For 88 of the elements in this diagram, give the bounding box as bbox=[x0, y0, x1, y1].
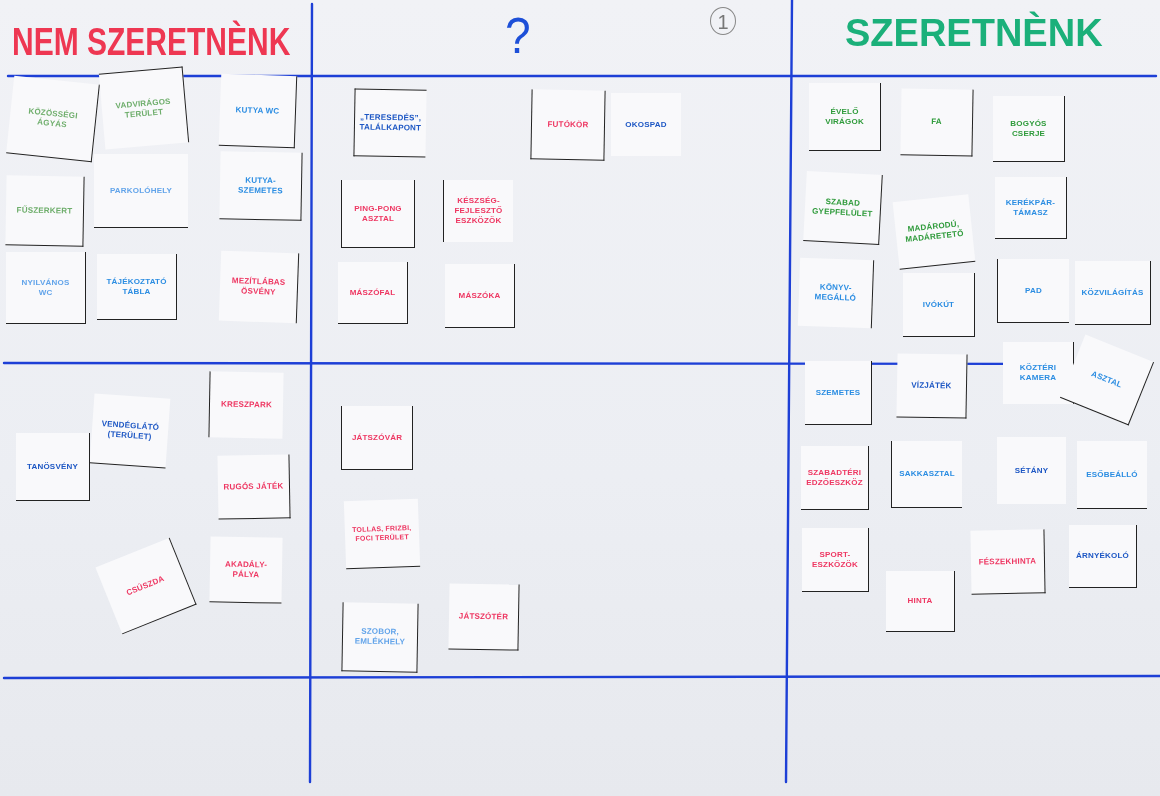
card bbox=[801, 446, 869, 510]
card bbox=[448, 583, 520, 651]
card bbox=[1077, 441, 1147, 509]
card-label: RUGÓS JÁTÉK bbox=[223, 481, 284, 493]
card-label: HINTA bbox=[907, 596, 933, 606]
card-label: SZABADTÉRI EDZŐESZKÖZ bbox=[805, 467, 864, 488]
card-label: KUTYA-SZEMETES bbox=[237, 174, 284, 196]
card bbox=[970, 529, 1046, 595]
card bbox=[995, 177, 1067, 239]
card bbox=[94, 154, 188, 228]
card bbox=[1075, 261, 1151, 325]
card bbox=[891, 441, 962, 508]
card-label: BOGYÓS CSERJE bbox=[1009, 118, 1048, 139]
card-label: ÉVELŐ VIRÁGOK bbox=[824, 106, 865, 127]
card-label: SZOBOR, EMLÉKHELY bbox=[353, 626, 407, 648]
card bbox=[443, 180, 513, 242]
card bbox=[530, 89, 606, 161]
card-label: PARKOLÓHELY bbox=[109, 185, 173, 196]
card-label: MÁSZÓFAL bbox=[349, 287, 396, 298]
card bbox=[6, 252, 86, 324]
card-label: MÁSZÓKA bbox=[458, 290, 501, 301]
card-label: VENDÉGLÁTÓ (TERÜLET) bbox=[100, 418, 161, 443]
column-heading: NEM SZERETNÈNK bbox=[12, 22, 291, 61]
card-label: SAKKASZTAL bbox=[899, 469, 955, 479]
card-label: VADVIRÁGOS TERÜLET bbox=[114, 95, 172, 122]
card-label: TANÖSVÉNY bbox=[27, 461, 78, 472]
card bbox=[89, 393, 171, 469]
card-label: MEZÍTLÁBAS ÖSVÉNY bbox=[230, 275, 287, 299]
card-label: MADÁRODÚ, MADÁRETETŐ bbox=[903, 217, 965, 246]
card-label: JÁTSZÓVÁR bbox=[351, 432, 403, 443]
card bbox=[997, 259, 1069, 323]
card-label: KRESZPARK bbox=[220, 399, 273, 411]
card bbox=[993, 96, 1065, 162]
card-label: SZABAD GYEPFELÜLET bbox=[810, 195, 874, 220]
card bbox=[1003, 342, 1074, 404]
card bbox=[208, 371, 284, 439]
card-label: OKOSPAD bbox=[625, 119, 667, 130]
card bbox=[219, 151, 303, 221]
card bbox=[341, 406, 413, 470]
card bbox=[209, 536, 283, 604]
card-label: NYILVÁNOS WC bbox=[20, 277, 71, 298]
card-label: FŰSZERKERT bbox=[16, 205, 73, 216]
card bbox=[900, 88, 974, 157]
card-label: VÍZJÁTÉK bbox=[911, 380, 952, 391]
card bbox=[217, 454, 291, 520]
card-label: „TERESEDÉS”, TALÁLKAPONT bbox=[358, 112, 423, 134]
card-label: KERÉKPÁR-TÁMASZ bbox=[1004, 197, 1057, 218]
card-label: PING-PONG ASZTAL bbox=[353, 203, 403, 224]
card-label: KÖZVILÁGÍTÁS bbox=[1081, 287, 1144, 298]
card bbox=[5, 175, 85, 247]
card-label: ÁRNYÉKOLÓ bbox=[1076, 551, 1129, 561]
card bbox=[1069, 525, 1137, 588]
card-label: FÉSZEKHINTA bbox=[978, 556, 1037, 567]
card bbox=[218, 250, 300, 324]
card bbox=[353, 88, 427, 158]
card bbox=[343, 498, 421, 570]
card bbox=[338, 262, 408, 324]
card bbox=[16, 433, 90, 501]
card-label: KÖZTÉRI KAMERA bbox=[1018, 363, 1058, 383]
card-label: PAD bbox=[1025, 285, 1042, 296]
card-label: ESŐBEÁLLÓ bbox=[1086, 469, 1138, 480]
card-label: SÉTÁNY bbox=[1014, 465, 1049, 476]
card-label: KUTYA WC bbox=[235, 104, 280, 117]
card bbox=[797, 257, 875, 329]
card-label: JÁTSZÓTÉR bbox=[458, 611, 509, 622]
card bbox=[218, 73, 298, 149]
card-label: AKADÁLY-PÁLYA bbox=[223, 558, 269, 581]
card bbox=[97, 254, 177, 320]
card bbox=[886, 571, 955, 632]
card-label: FUTÓKÖR bbox=[547, 119, 589, 130]
card-label: KÖNYV-MEGÁLLÓ bbox=[813, 281, 858, 305]
card bbox=[896, 353, 968, 419]
card-label: TÁJÉKOZTATÓ TÁBLA bbox=[105, 276, 168, 297]
card-label: KÉSZSÉG-FEJLESZTŐ ESZKÖZÖK bbox=[453, 196, 504, 226]
card-label: FA bbox=[931, 116, 942, 128]
card-label: SZEMETES bbox=[815, 387, 861, 398]
column-heading: ? bbox=[505, 10, 531, 61]
card bbox=[809, 83, 881, 151]
card bbox=[805, 361, 872, 425]
card bbox=[445, 264, 515, 328]
card-label: SPORT-ESZKÖZÖK bbox=[810, 549, 859, 570]
card bbox=[341, 602, 419, 673]
card bbox=[903, 273, 975, 337]
card-label: KÖZÖSSÉGI ÁGYÁS bbox=[27, 104, 80, 131]
card bbox=[803, 171, 883, 245]
card-label: IVÓKÚT bbox=[922, 299, 955, 310]
card bbox=[802, 528, 869, 592]
card bbox=[341, 180, 415, 248]
